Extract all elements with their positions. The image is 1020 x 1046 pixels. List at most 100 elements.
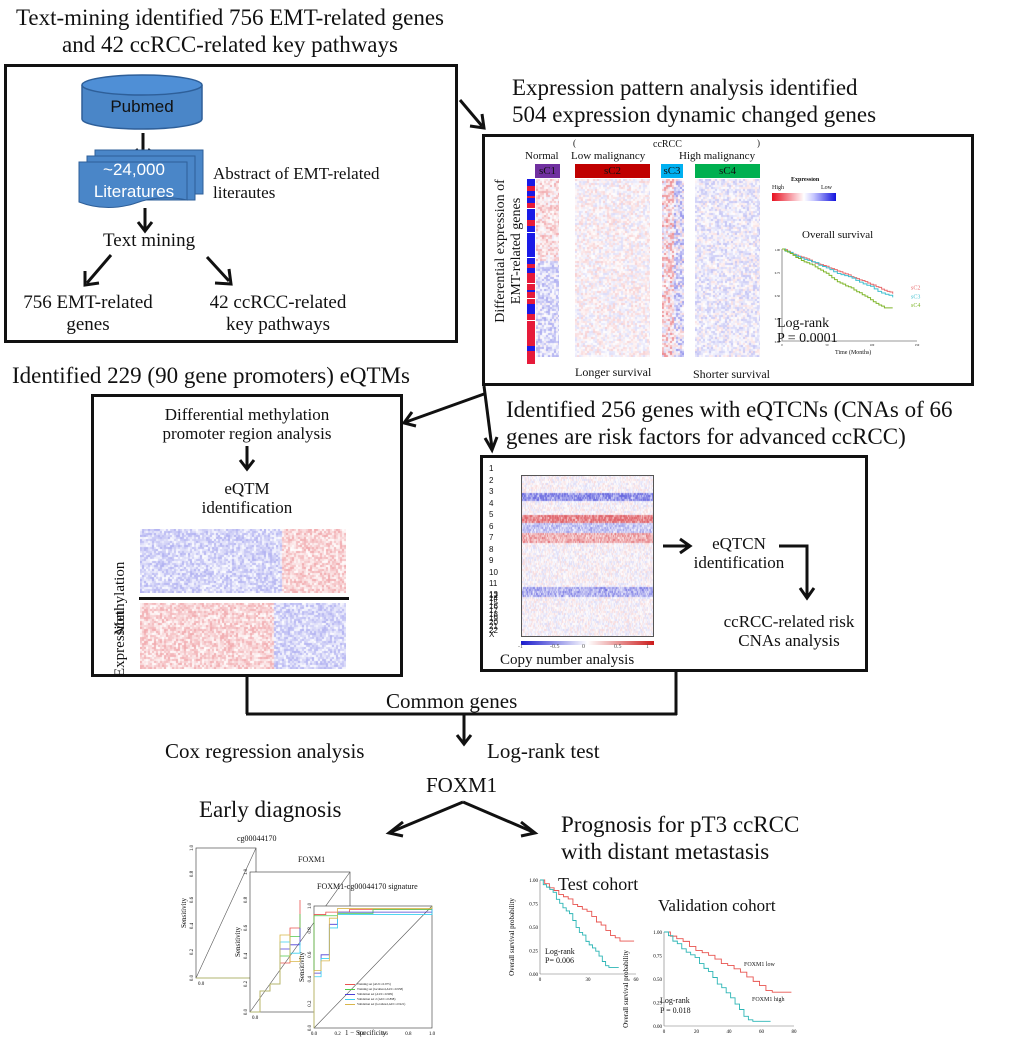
risk-cna-label: ccRCC-related risk CNAs analysis [723,612,855,650]
heatmap-divider [139,597,349,600]
y-tick-label: 0.6 [308,951,313,958]
annotation-segment [527,351,535,358]
arrow-step2-to-step3-icon [401,392,485,428]
annotation-segment [527,277,535,283]
methylation-heatmap [140,529,346,593]
y-tick-label: 0.50 [775,294,781,298]
y-tick-label: 0.00 [653,1025,662,1030]
eqtcn-identification-label: eQTCN identification [693,534,785,572]
ccrcc-bracket-left: ( [573,138,576,148]
x-tick-label: 30 [586,978,592,983]
logrank-test-label: Log-rank test [487,739,600,763]
chromosome-label: 3 [489,487,494,496]
pubmed-label: Pubmed [110,97,174,116]
survival-title: Overall survival [802,229,874,241]
y-tick-label: 1.00 [529,879,538,884]
legend-entry: Training set (localized,AUC=0.958) [345,987,405,992]
chromosome-label: 9 [489,556,494,565]
arrow-down-icon [455,713,473,747]
documents-icon [78,149,204,208]
ccrcc-group-label: ccRCC [653,139,682,150]
pathways-result: 42 ccRCC-related key pathways [209,292,347,335]
emt-genes-result: 756 EMT-related genes [23,292,153,335]
survival-series-label: sC2 [911,285,920,291]
y-tick-label: 0.8 [244,896,249,903]
arrow-down-icon [136,208,154,234]
arrow-right-icon [663,537,693,555]
chromosome-label: 17 [489,606,498,615]
annotation-segment [527,258,535,264]
annotation-segment [527,196,535,198]
heatmap-sc3 [662,179,684,357]
annotation-segment [527,251,535,257]
x-tick-label: 0.6 [382,1032,389,1037]
arrow-step2-to-step4-icon [482,385,499,454]
annotation-segment [527,209,535,214]
survival-series-label: sC4 [911,303,920,309]
y-axis-label: Sensitivity [180,898,188,928]
annotation-segment [527,309,535,314]
colorbar-tick: 0.5 [614,644,622,650]
cluster-sc1-label: sC1 [535,164,560,178]
roc-curve [313,906,433,1028]
y-axis-label: Overall survival probability [508,898,516,976]
y-tick-label: 0.8 [190,870,195,877]
legend-title: Expression [791,177,820,183]
y-tick-label: 0.75 [775,271,781,275]
arrow-step1-to-step2-icon [458,99,486,130]
logrank-label: Log-rank [777,316,830,331]
validation-cohort-title: Validation cohort [658,896,776,915]
annotation-segment [527,304,535,309]
abstract-label: Abstract of EMT-related literautes [213,164,380,202]
y-axis-label: Overall survival probability [622,950,630,1028]
x-tick-label: 0.0 [198,982,205,987]
y-tick-label: 0.00 [775,340,781,344]
km-curve-foxm1-high [540,879,619,968]
legend-label: Validation set (localized,AUC=0.921) [357,1002,406,1006]
roc-panel3-title: FOXM1-cg00044170 signature [317,882,418,891]
heatmap-frame [521,475,654,637]
validation-logrank: Log-rank P = 0.018 [660,996,691,1015]
cox-regression-label: Cox regression analysis [165,739,365,763]
x-tick-label: 0.0 [252,1016,259,1021]
x-tick-label: 40 [727,1030,733,1035]
legend-swatch [345,993,355,995]
annotation-segment [527,264,535,268]
chromosome-label: 18 [489,610,498,619]
longer-survival-label: Longer survival [575,365,652,379]
eqtm-identification-label: eQTM identification [201,479,293,517]
legend-swatch [345,988,355,990]
database-icon [81,74,203,130]
y-tick-label: 0.4 [190,922,195,929]
chromosome-label: 15 [489,598,498,607]
annotation-segment [527,220,535,226]
y-tick-label: 0.25 [529,950,538,955]
test-cohort-title: Test cohort [558,874,639,894]
y-tick-label: 0.25 [653,1002,662,1007]
gene-annotation-bar [527,179,535,364]
x-tick-label: 1.0 [429,1032,436,1037]
y-tick-label: 1.0 [244,868,249,875]
legend-low: Low [821,185,832,191]
cluster-sc2-label: sC2 [575,164,650,178]
step2-title: Expression pattern analysis identified 5… [512,75,877,127]
diagnosis-title: Early diagnosis [199,797,342,822]
survival-curve-sc2 [782,248,894,294]
annotation-segment [527,273,535,277]
annotation-segment [527,268,535,270]
literature-label: ~24,000 Literatures [93,160,175,201]
diagonal-reference [195,847,257,979]
step1-title: Text-mining identified 756 EMT-related g… [15,5,445,57]
common-genes-connector [245,672,678,716]
annotation-segment [527,179,535,186]
y-tick-label: 0.0 [244,1008,249,1015]
chromosome-label: 4 [489,498,494,508]
y-tick-label: 1.00 [653,931,662,936]
foxm1-label: FOXM1 [426,773,498,797]
legend-label: Validation set (AUC=0.909) [357,992,394,996]
diagonal-reference [313,905,433,1029]
